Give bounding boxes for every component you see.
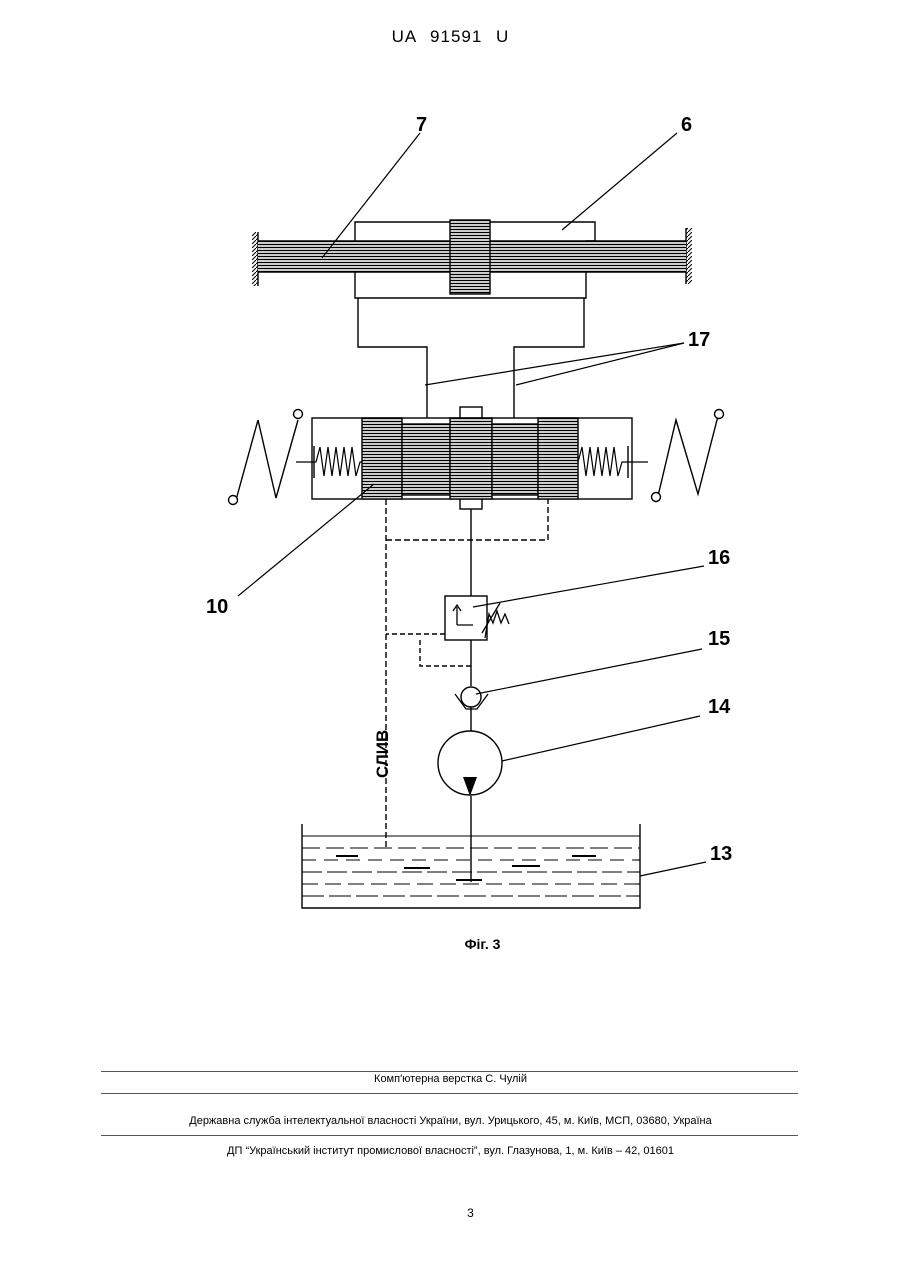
check-valve-15 <box>455 687 488 709</box>
central-gear-top <box>450 220 490 294</box>
label-13: 13 <box>710 843 732 865</box>
page-number: 3 <box>0 1206 901 1220</box>
label-14: 14 <box>708 696 731 718</box>
footer-rule-2 <box>101 1093 798 1094</box>
label-17: 17 <box>688 329 710 351</box>
drain-line-dashed <box>386 499 548 848</box>
valve-bottom-cap <box>460 499 482 509</box>
label-6: 6 <box>681 114 692 136</box>
institute-address: ДП “Український інститут промислової вла… <box>0 1145 901 1157</box>
wall-left-top <box>252 232 258 286</box>
label-15: 15 <box>708 628 730 650</box>
label-10: 10 <box>206 596 228 618</box>
actuator-right <box>658 416 718 496</box>
actuator-left <box>236 420 298 500</box>
relief-valve-16 <box>445 596 487 640</box>
valve-top-cap <box>460 407 482 418</box>
label-16: 16 <box>708 547 730 569</box>
layout-credit: Комп'ютерна верстка С. Чулій <box>0 1073 901 1085</box>
pump-14 <box>438 731 502 796</box>
footer-rule-3 <box>101 1135 798 1136</box>
label-drain: СЛИВ <box>373 730 392 778</box>
footer-rule-1 <box>101 1071 798 1072</box>
figure-caption: Фіг. 3 <box>0 936 901 952</box>
agency-address: Державна служба інтелектуальної власност… <box>0 1115 901 1127</box>
housing-lower-body <box>358 298 584 418</box>
label-7: 7 <box>416 114 427 136</box>
wall-right-top <box>686 228 692 284</box>
